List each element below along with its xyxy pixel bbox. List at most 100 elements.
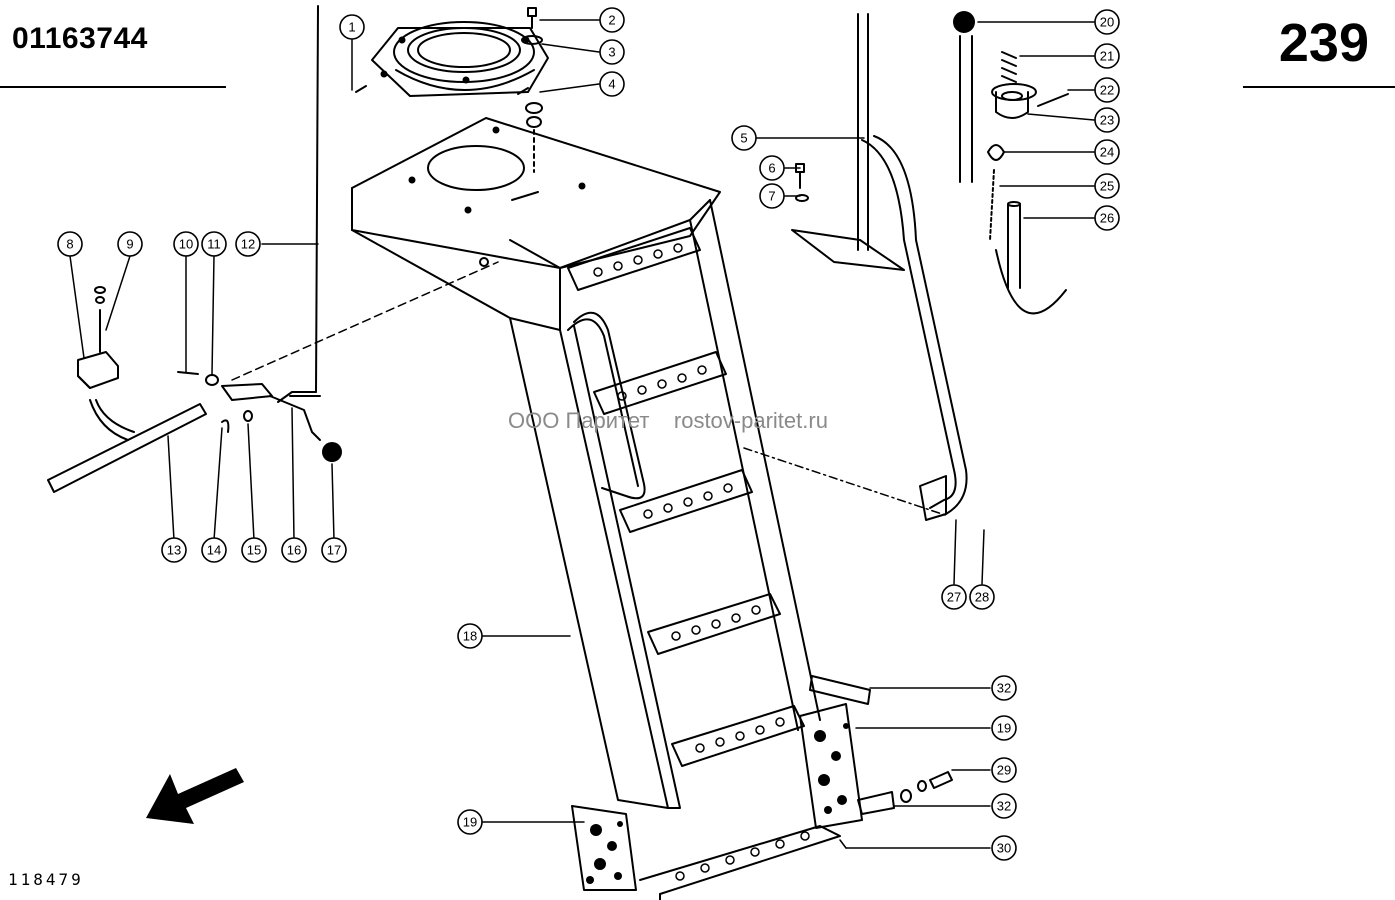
callout-13: 13	[161, 537, 187, 563]
callout-5: 5	[731, 125, 757, 151]
callout-circle	[1094, 9, 1120, 35]
callout-circle	[457, 623, 483, 649]
callout-circle	[759, 183, 785, 209]
callout-circle	[731, 125, 757, 151]
bolt-29-drawing	[900, 771, 953, 803]
page-number: 239	[1278, 13, 1369, 73]
callout-circle	[235, 231, 261, 257]
callout-label: 12	[241, 237, 255, 252]
callout-label: 19	[463, 815, 477, 830]
callout-circle	[457, 809, 483, 835]
flange-drawing	[355, 21, 549, 97]
callout-circle	[1094, 139, 1120, 165]
callout-circle	[241, 537, 267, 563]
callout-circle	[991, 757, 1017, 783]
callout-18: 18	[457, 623, 483, 649]
callout-circle	[1094, 77, 1120, 103]
header-rule-right	[1243, 86, 1395, 88]
callout-circle	[281, 537, 307, 563]
leader-lines	[69, 19, 1095, 849]
callout-2: 2	[599, 7, 625, 33]
callout-label: 25	[1100, 179, 1114, 194]
callout-30: 30	[991, 835, 1017, 861]
direction-arrow-icon	[146, 768, 244, 824]
callout-circle	[117, 231, 143, 257]
callout-14: 14	[201, 537, 227, 563]
callout-label: 23	[1100, 113, 1114, 128]
callout-label: 24	[1100, 145, 1114, 160]
callout-circle	[991, 675, 1017, 701]
callout-circle	[599, 7, 625, 33]
callout-label: 3	[608, 45, 615, 60]
callout-label: 32	[997, 681, 1011, 696]
callout-circle	[991, 715, 1017, 741]
callout-label: 7	[768, 189, 775, 204]
callout-23: 23	[1094, 107, 1120, 133]
callout-label: 22	[1100, 83, 1114, 98]
callout-label: 19	[997, 721, 1011, 736]
callout-21: 21	[1094, 43, 1120, 69]
callout-19: 19	[457, 809, 483, 835]
callout-label: 16	[287, 543, 301, 558]
callout-32: 32	[991, 675, 1017, 701]
callout-label: 20	[1100, 15, 1114, 30]
callout-label: 1	[348, 20, 355, 35]
callout-15: 15	[241, 537, 267, 563]
handrail-5-drawing	[791, 13, 968, 521]
callout-circle	[201, 231, 227, 257]
callout-label: 28	[975, 590, 989, 605]
callout-3: 3	[599, 39, 625, 65]
callout-label: 29	[997, 763, 1011, 778]
callout-circle	[599, 71, 625, 97]
callout-label: 6	[768, 161, 775, 176]
rod-12-drawing	[277, 5, 319, 403]
callout-circle	[339, 14, 365, 40]
callout-label: 5	[740, 131, 747, 146]
callout-22: 22	[1094, 77, 1120, 103]
callout-label: 2	[608, 13, 615, 28]
callout-label: 4	[608, 77, 615, 92]
callout-4: 4	[599, 71, 625, 97]
callout-circle	[173, 231, 199, 257]
callout-20: 20	[1094, 9, 1120, 35]
callout-circle	[201, 537, 227, 563]
callout-9: 9	[117, 231, 143, 257]
axis-line	[743, 447, 949, 517]
callout-circle	[991, 835, 1017, 861]
mud-plate-texture	[586, 723, 849, 884]
callout-circle	[57, 231, 83, 257]
pin-assembly-drawing	[959, 35, 1069, 315]
callout-label: 13	[167, 543, 181, 558]
callout-29: 29	[991, 757, 1017, 783]
callout-1: 1	[339, 14, 365, 40]
callout-circle	[321, 537, 347, 563]
callout-circle	[969, 584, 995, 610]
callout-27: 27	[941, 584, 967, 610]
callout-label: 15	[247, 543, 261, 558]
callout-19: 19	[991, 715, 1017, 741]
callout-7: 7	[759, 183, 785, 209]
callout-17: 17	[321, 537, 347, 563]
catalog-code: 01163744	[12, 22, 148, 55]
watermark: ООО Паритет rostov-paritet.ru	[508, 408, 828, 433]
callout-circle	[991, 793, 1017, 819]
figure-code: 118479	[8, 870, 84, 889]
platform-drawing	[351, 117, 721, 331]
callout-10: 10	[173, 231, 199, 257]
step-holes-drawing	[593, 243, 785, 753]
header-rule-left	[0, 86, 226, 88]
callout-6: 6	[759, 155, 785, 181]
knob-17-drawing	[322, 442, 342, 462]
flange-bolts-drawing	[521, 7, 543, 173]
callout-label: 21	[1100, 49, 1114, 64]
callout-label: 26	[1100, 211, 1114, 226]
callout-label: 14	[207, 543, 221, 558]
callout-circle	[1094, 205, 1120, 231]
callout-circle	[1094, 107, 1120, 133]
callout-circle	[161, 537, 187, 563]
callout-label: 17	[327, 543, 341, 558]
callout-8: 8	[57, 231, 83, 257]
